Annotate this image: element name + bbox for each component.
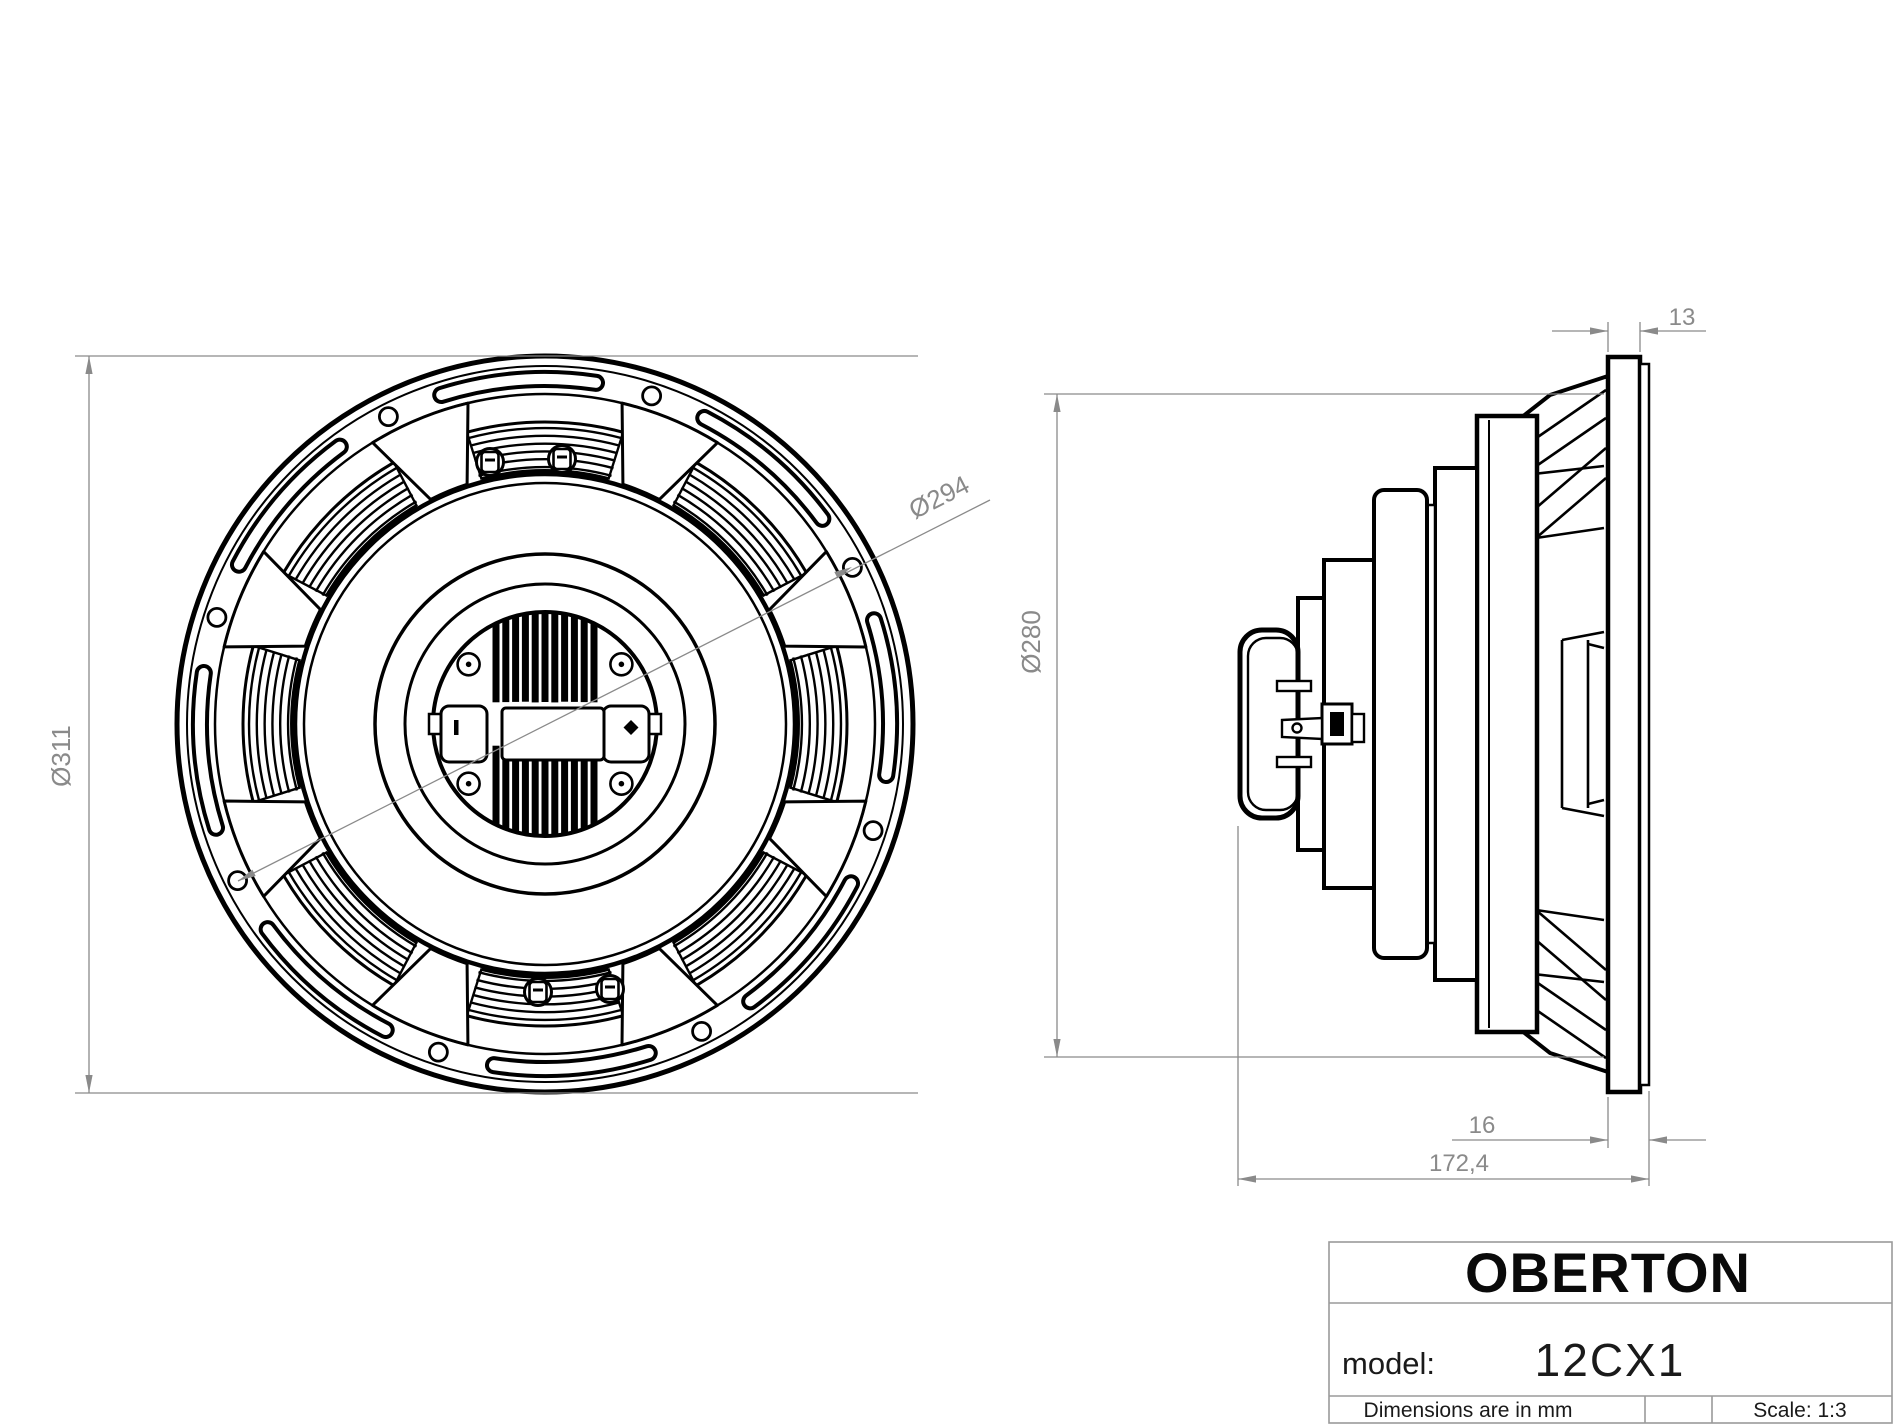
- dim-flange-thickness: 13: [1552, 304, 1706, 352]
- coaxial-driver: [427, 610, 663, 838]
- driver-label-plate: [500, 706, 606, 762]
- gasket: [1638, 362, 1651, 1087]
- dim-outer-diameter: Ø311: [46, 355, 918, 1094]
- mounting-flange: [1605, 354, 1643, 1095]
- minus-polarity-mark: [454, 720, 459, 735]
- dim-cutout-diameter: Ø280: [1016, 393, 1604, 1058]
- side-view: Ø280 13 16 172,: [1016, 304, 1706, 1186]
- cutout-diameter-label: Ø280: [1016, 610, 1046, 674]
- magnet: [1474, 413, 1540, 1035]
- model-label: model:: [1342, 1346, 1435, 1381]
- flange-thickness-label: 13: [1669, 304, 1696, 331]
- front-view: Ø311 Ø294: [46, 353, 991, 1095]
- terminal-connector: [1275, 679, 1366, 769]
- outer-diameter-label: Ø311: [46, 725, 76, 787]
- front-depth-label: 16: [1469, 1112, 1496, 1139]
- back-plate: [1433, 466, 1479, 982]
- overall-depth-label: 172,4: [1429, 1150, 1489, 1177]
- title-block: OBERTON model: 12CX1 Dimensions are in m…: [1328, 1241, 1893, 1424]
- plus-polarity-mark: [623, 720, 639, 735]
- scale-note: Scale: 1:3: [1753, 1399, 1846, 1422]
- dim-front-depth: 16: [1452, 1091, 1706, 1148]
- units-note: Dimensions are in mm: [1364, 1399, 1573, 1422]
- model-value: 12CX1: [1535, 1334, 1686, 1386]
- bolt-circle-label: Ø294: [904, 469, 974, 525]
- brand-name: OBERTON: [1465, 1241, 1751, 1304]
- driver-mounting-plate: [1372, 488, 1429, 960]
- dim-overall-depth: 172,4: [1237, 826, 1650, 1186]
